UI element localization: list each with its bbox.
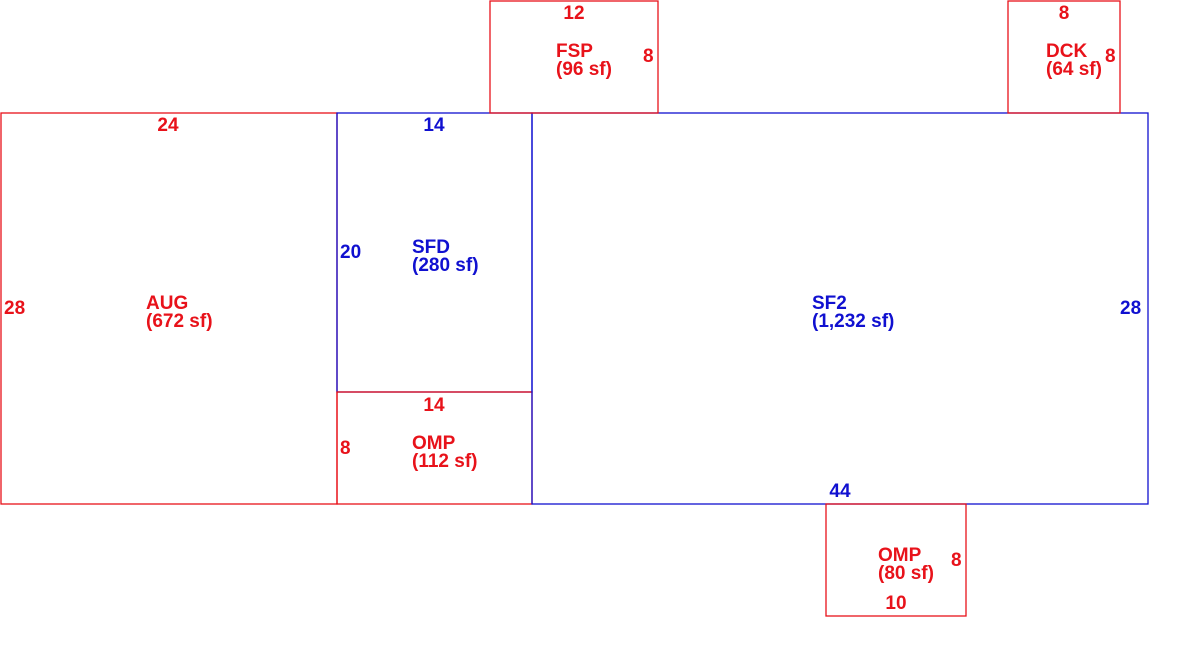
fsp-code: FSP (556, 41, 593, 62)
omp-mid-top-dimension: 14 (423, 395, 445, 416)
sf2-area: (1,232 sf) (812, 311, 894, 332)
dck-area: (64 sf) (1046, 59, 1102, 80)
omp-bottom-outline (825, 503, 967, 617)
omp-bottom-side-dimension: 8 (951, 550, 962, 571)
aug-area: (672 sf) (146, 311, 213, 332)
aug-top-dimension: 24 (157, 115, 179, 136)
sfd-top-dimension: 14 (423, 115, 445, 136)
omp-bottom-bottom-dimension: 10 (885, 593, 906, 614)
sf2-side-dimension: 28 (1120, 298, 1141, 319)
omp-mid-area: (112 sf) (412, 451, 477, 472)
omp-mid-side-dimension: 8 (340, 438, 351, 459)
sf2-code: SF2 (812, 293, 847, 314)
fsp-side-dimension: 8 (643, 46, 654, 67)
dck-outline (1007, 0, 1121, 114)
dck-top-dimension: 8 (1059, 3, 1070, 24)
sfd-code: SFD (412, 237, 450, 258)
sf2-bottom-dimension: 44 (829, 481, 851, 502)
omp-bottom-code: OMP (878, 545, 922, 566)
fsp-top-dimension: 12 (563, 3, 584, 24)
dck-code: DCK (1046, 41, 1087, 62)
fsp-area: (96 sf) (556, 59, 612, 80)
sfd-area: (280 sf) (412, 255, 479, 276)
aug-code: AUG (146, 293, 188, 314)
dck-side-dimension: 8 (1105, 46, 1116, 67)
aug-side-dimension: 28 (4, 298, 25, 319)
sfd-side-dimension: 20 (340, 242, 361, 263)
omp-bottom-area: (80 sf) (878, 563, 934, 584)
omp-mid-code: OMP (412, 433, 456, 454)
fsp-outline (489, 0, 659, 114)
